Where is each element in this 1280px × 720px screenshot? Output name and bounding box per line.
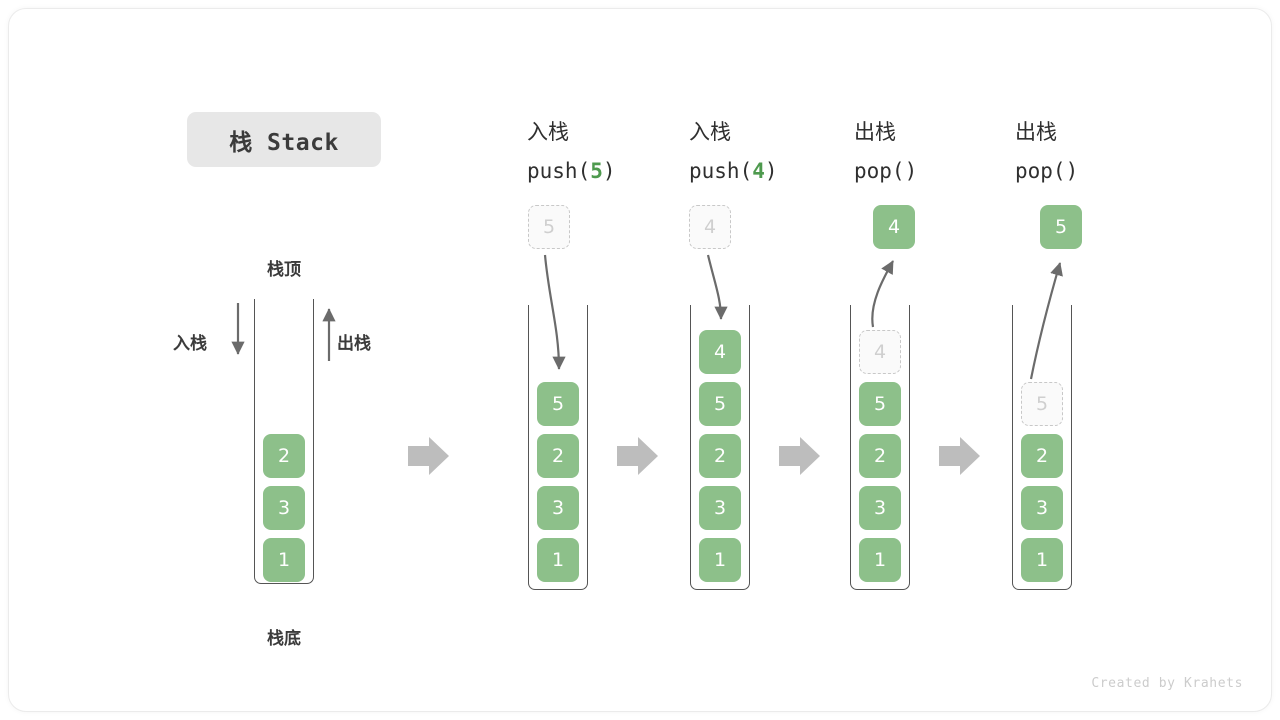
operation-code-post: ) [602, 159, 616, 183]
stack-cell: 2 [263, 434, 305, 478]
stack-cell: 2 [1021, 434, 1063, 478]
footer-credit: Created by Krahets [1091, 676, 1243, 691]
operation-label-pop-4: 出栈 pop() [854, 113, 917, 191]
stack-container-push-5 [528, 305, 588, 590]
stack-cell: 1 [263, 538, 305, 582]
floating-ghost-cell: 4 [689, 205, 731, 249]
stack-cell: 3 [263, 486, 305, 530]
operation-code-pre: push( [527, 159, 591, 183]
pop-side-label: 出栈 [337, 334, 371, 354]
stack-cell: 2 [859, 434, 901, 478]
operation-code-pre: pop( [1015, 159, 1066, 183]
operation-arg: 4 [752, 159, 765, 183]
push-side-label: 入栈 [173, 334, 207, 354]
stack-cell: 3 [859, 486, 901, 530]
operation-label-pop-5: 出栈 pop() [1015, 113, 1078, 191]
stack-container-push-4 [690, 305, 750, 590]
operation-cjk: 出栈 [854, 120, 896, 144]
operation-cjk: 入栈 [527, 120, 569, 144]
operation-label-push-4: 入栈 push(4) [689, 113, 778, 191]
stack-cell: 5 [699, 382, 741, 426]
operation-label-push-5: 入栈 push(5) [527, 113, 616, 191]
operation-code-pre: pop( [854, 159, 905, 183]
stack-cell: 2 [699, 434, 741, 478]
stack-bottom-label: 栈底 [267, 629, 301, 649]
stack-container-pop-4 [850, 305, 910, 590]
stack-cell-ghost: 4 [859, 330, 901, 374]
stack-cell: 3 [699, 486, 741, 530]
operation-cjk: 入栈 [689, 120, 731, 144]
operation-arg: 5 [590, 159, 603, 183]
flow-arrow [779, 437, 820, 475]
diagram-canvas: 栈 Stack 栈顶 栈底 入栈 出栈 2 3 1 入栈 push(5) 5 5… [9, 9, 1271, 711]
stack-cell: 1 [537, 538, 579, 582]
flow-arrow [408, 437, 449, 475]
flow-arrow [939, 437, 980, 475]
stack-container-initial [254, 299, 314, 584]
stack-cell: 3 [1021, 486, 1063, 530]
stack-cell: 5 [859, 382, 901, 426]
stack-cell: 5 [537, 382, 579, 426]
floating-ghost-cell: 5 [528, 205, 570, 249]
diagram-title: 栈 Stack [187, 112, 381, 167]
operation-cjk: 出栈 [1015, 120, 1057, 144]
operation-code-post: ) [1065, 159, 1079, 183]
stack-cell-ghost: 5 [1021, 382, 1063, 426]
stack-cell: 3 [537, 486, 579, 530]
stack-cell: 2 [537, 434, 579, 478]
stack-cell: 1 [1021, 538, 1063, 582]
stack-cell: 4 [699, 330, 741, 374]
stack-cell: 1 [859, 538, 901, 582]
operation-code-post: ) [904, 159, 918, 183]
stack-top-label: 栈顶 [267, 260, 301, 280]
diagram-frame: 栈 Stack 栈顶 栈底 入栈 出栈 2 3 1 入栈 push(5) 5 5… [8, 8, 1272, 712]
stack-container-pop-5 [1012, 305, 1072, 590]
flow-arrow [617, 437, 658, 475]
floating-popped-cell: 5 [1040, 205, 1082, 249]
stack-cell: 1 [699, 538, 741, 582]
operation-code-pre: push( [689, 159, 753, 183]
operation-code-post: ) [764, 159, 778, 183]
floating-popped-cell: 4 [873, 205, 915, 249]
